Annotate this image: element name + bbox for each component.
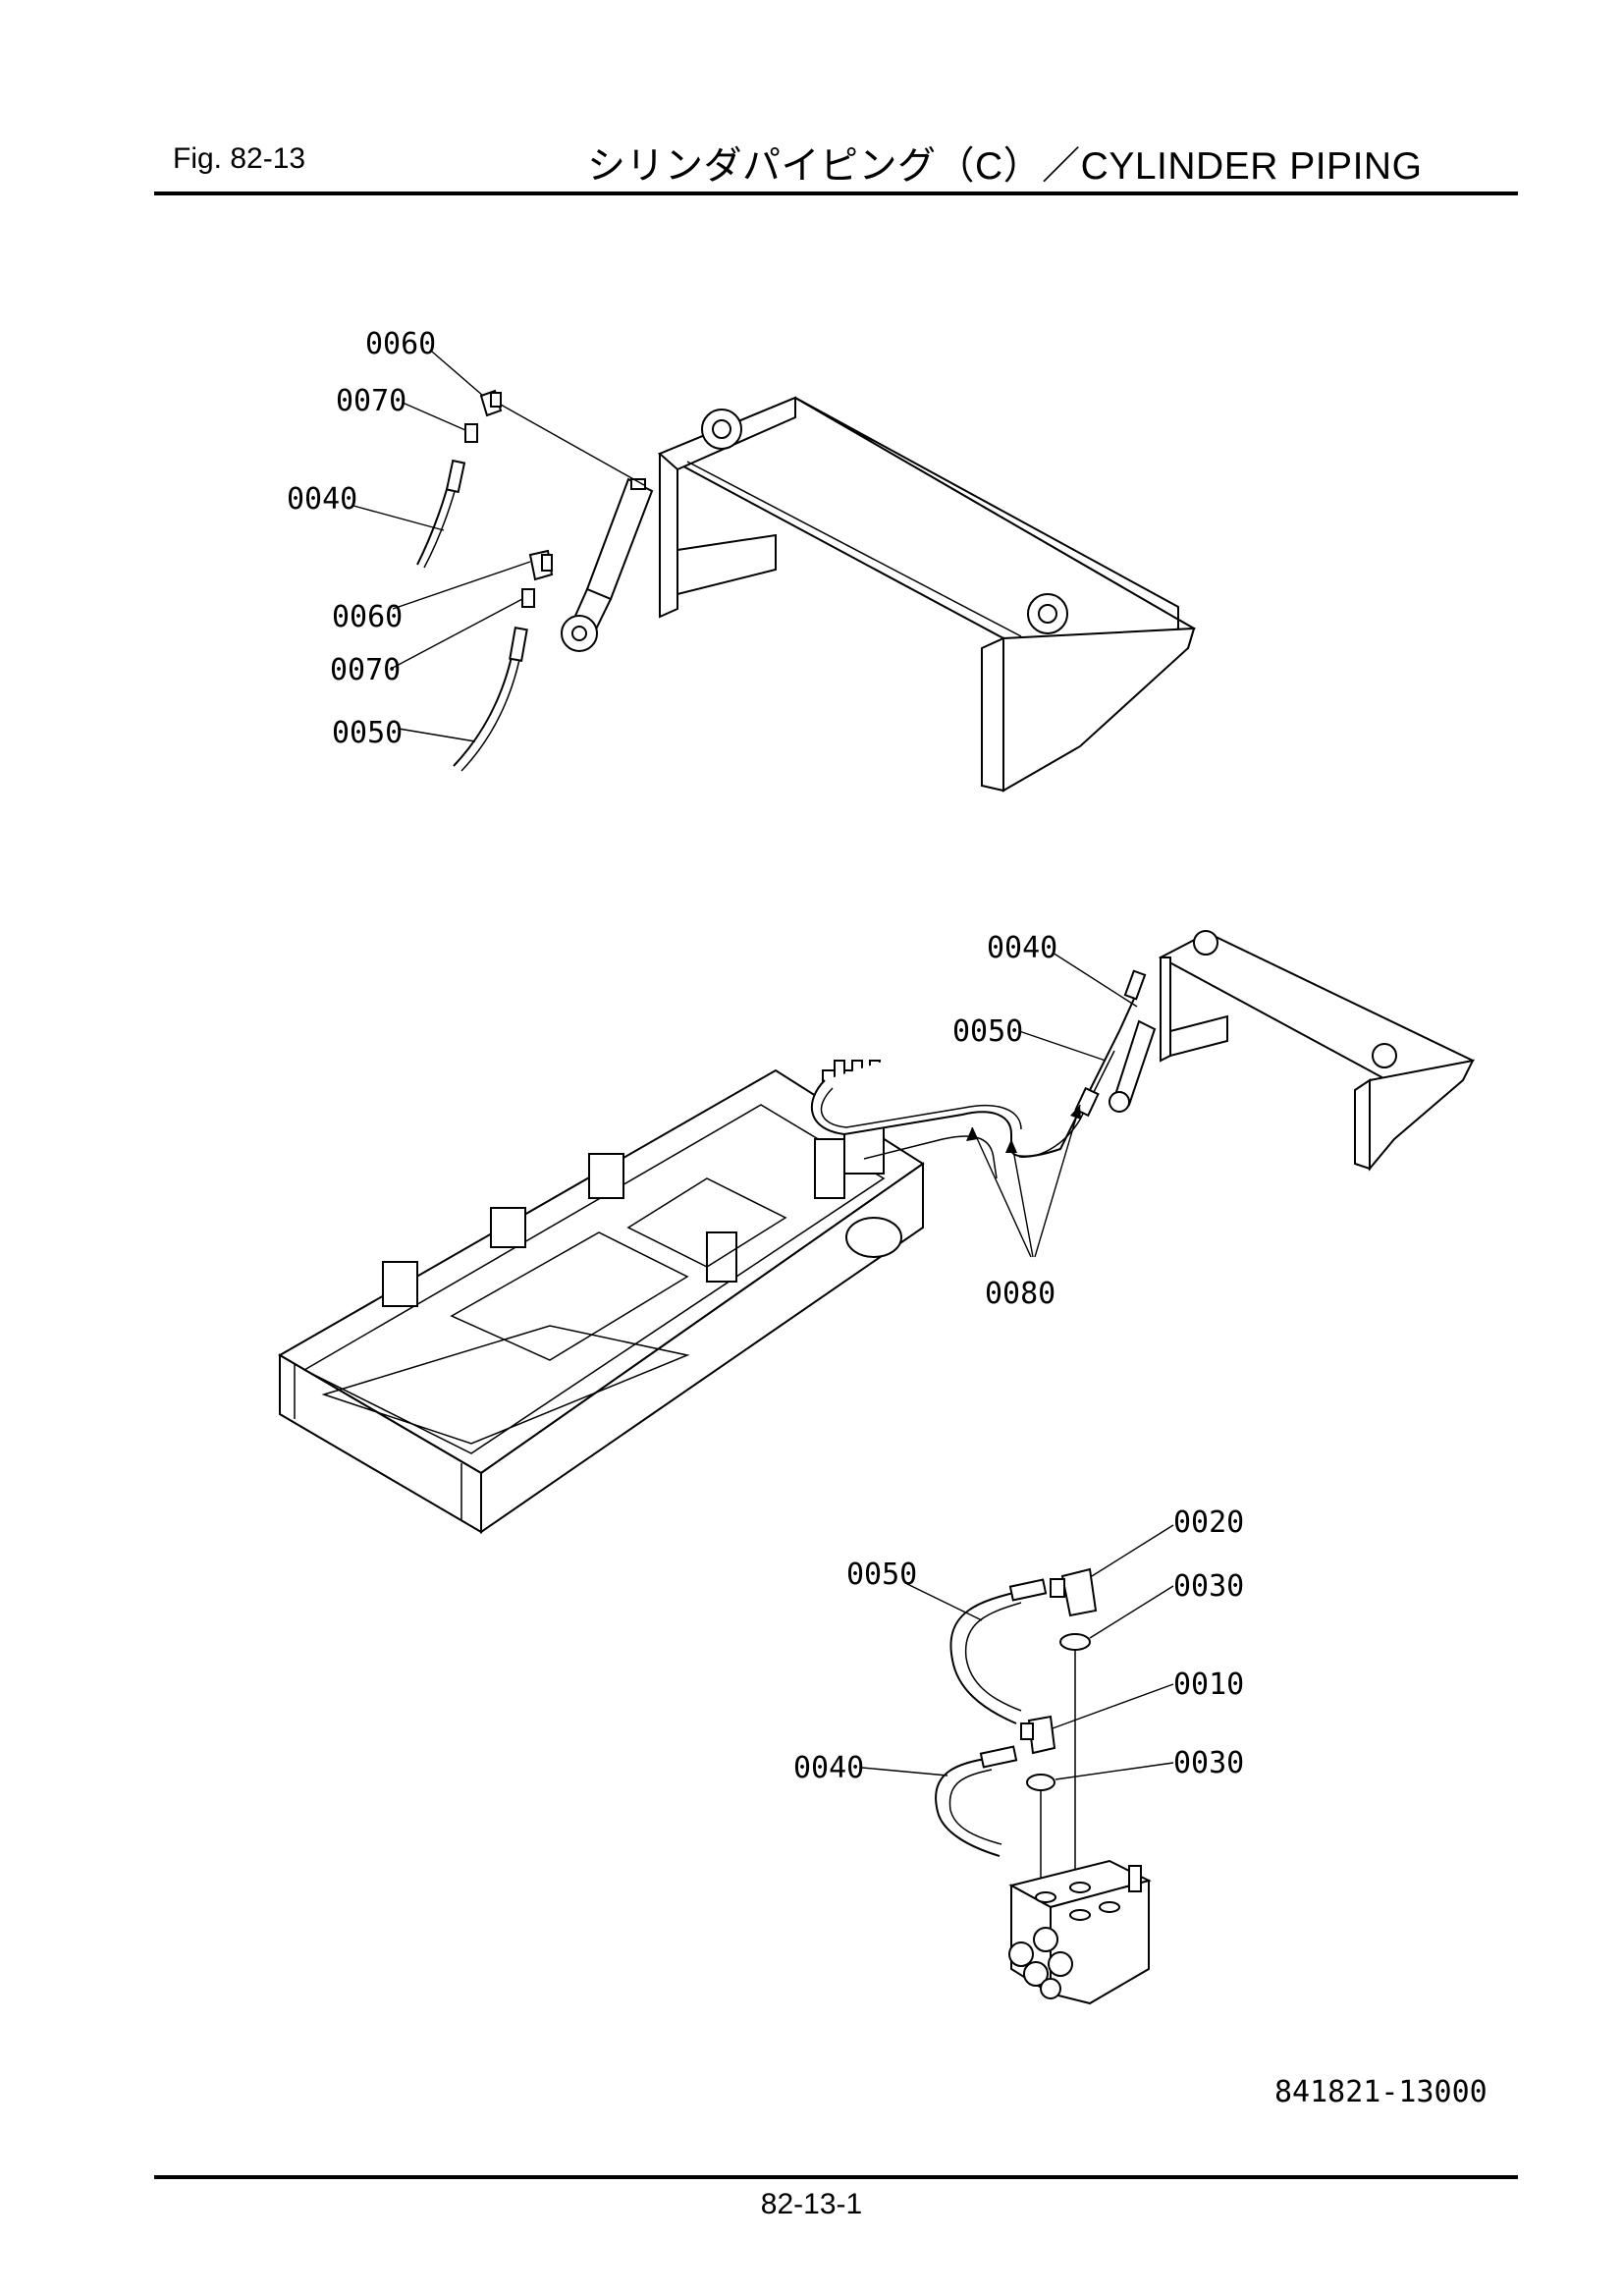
callout-0050: 0050: [952, 1014, 1023, 1049]
callout-0070: 0070: [330, 653, 401, 687]
callout-0020: 0020: [1173, 1505, 1244, 1540]
footer-rule: [154, 2175, 1518, 2179]
fitting-0060-upper: [479, 389, 503, 417]
callout-0050: 0050: [332, 716, 403, 750]
fitting-0010: [1020, 1715, 1056, 1755]
o-ring-0030-lower: [1026, 1774, 1055, 1791]
hose-routing: [810, 969, 1147, 1179]
top-assembly: 0060 0070 0040 0060 0070 0050: [287, 327, 1197, 793]
bucket-frame-top: [657, 396, 1197, 793]
callout-0040: 0040: [793, 1751, 864, 1785]
page-title: シリンダパイピング（C）／CYLINDER PIPING: [587, 145, 1423, 188]
callout-0050: 0050: [846, 1558, 917, 1592]
header-rule: [154, 191, 1518, 195]
bucket-frame-middle: [1109, 930, 1475, 1172]
fitting-0020: [1050, 1567, 1098, 1617]
callout-0030: 0030: [1173, 1746, 1244, 1780]
leaders-top: [352, 351, 645, 742]
drawing-number: 841821-13000: [1274, 2075, 1488, 2109]
control-valve-bottom: [1008, 1859, 1152, 2005]
hose-0040-bottom: [935, 1745, 1018, 1857]
hose-0050-bottom: [949, 1578, 1048, 1724]
callout-0010: 0010: [1173, 1667, 1244, 1702]
fitting-0070-lower: [521, 588, 535, 608]
fitting-0060-lower: [528, 549, 554, 581]
hose-0050: [453, 627, 528, 772]
callout-0080: 0080: [985, 1277, 1055, 1311]
callout-0060: 0060: [365, 327, 436, 361]
callout-0060: 0060: [332, 600, 403, 634]
page-number: 82-13-1: [760, 2188, 863, 2220]
o-ring-0030-upper: [1059, 1633, 1091, 1651]
callout-0030: 0030: [1173, 1569, 1244, 1604]
leaders-bottom: [861, 1524, 1174, 1780]
middle-assembly: 0040 0050 0080: [278, 930, 1475, 1534]
chassis-frame: [278, 1068, 925, 1534]
callout-0040: 0040: [287, 482, 357, 517]
callout-0040: 0040: [987, 931, 1057, 965]
fitting-0070-upper: [464, 423, 478, 443]
figure-number: Fig. 82-13: [173, 142, 306, 175]
hose-0040: [416, 459, 466, 569]
callout-0070: 0070: [336, 384, 406, 418]
hydraulic-cylinder-top: [561, 477, 654, 652]
leaders-middle: [966, 952, 1138, 1258]
bottom-assembly: 0020 0030 0050 0010 0030 0040: [793, 1505, 1244, 2005]
